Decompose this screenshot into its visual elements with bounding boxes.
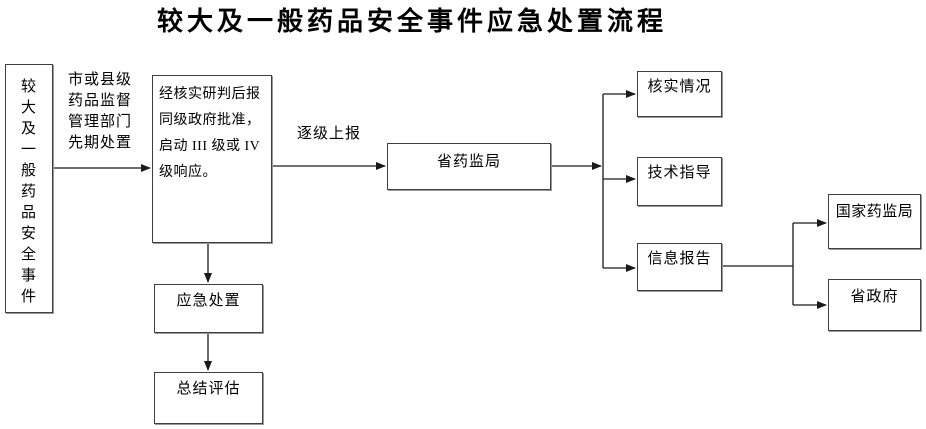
response-activation-box: 经核实研判后报 同级政府批准， 启动 III 级或 IV 级响应。 [152, 75, 272, 243]
national-drug-bureau-box: 国家药监局 [828, 194, 921, 249]
provincial-drug-bureau-box: 省药监局 [387, 143, 551, 190]
escalate-report-label: 逐级上报 [297, 126, 362, 142]
provincial-government-box: 省政府 [828, 279, 921, 331]
verify-situation-box: 核实情况 [637, 71, 722, 117]
summary-evaluation-box: 总结评估 [154, 372, 263, 424]
initial-handling-label: 市或县级 药品监督 管理部门 先期处置 [68, 72, 133, 151]
info-report-box: 信息报告 [637, 243, 722, 291]
event-box: 较 大 及 一 般 药 品 安 全 事 件 [5, 64, 53, 313]
technical-guidance-box: 技术指导 [637, 157, 722, 206]
page-title: 较大及一般药品安全事件应急处置流程 [156, 7, 668, 36]
emergency-handling-box: 应急处置 [154, 284, 263, 333]
